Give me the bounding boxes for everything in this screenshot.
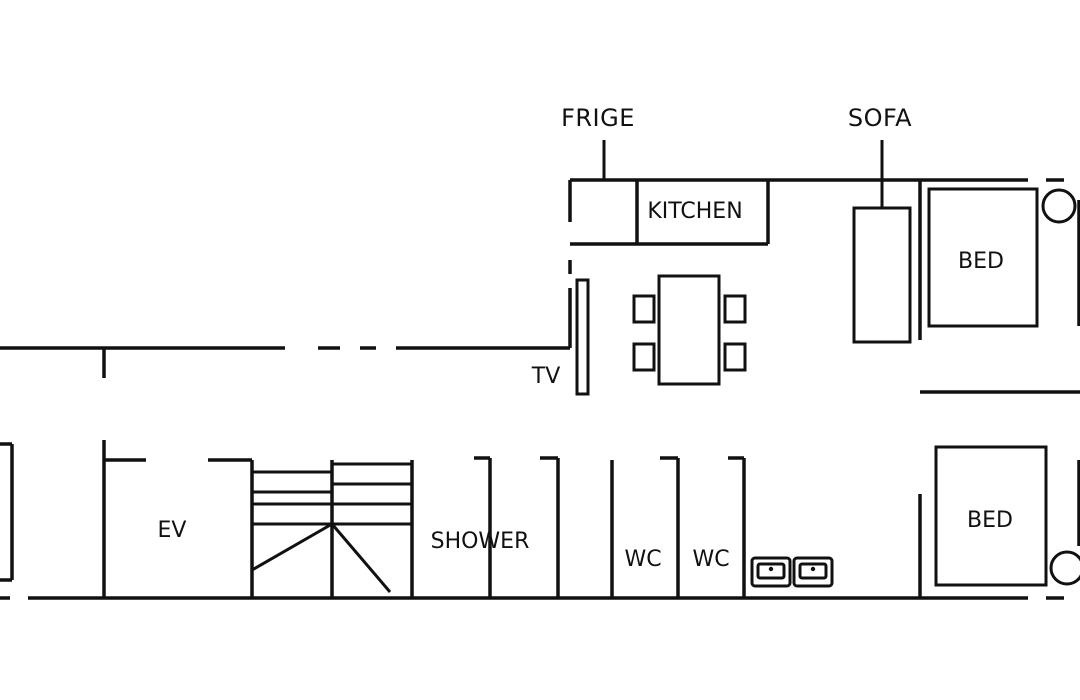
- label-sofa: SOFA: [848, 104, 912, 132]
- chair: [723, 342, 747, 372]
- bed-top-shape: [927, 187, 1039, 328]
- bed-bottom-shape: [934, 445, 1048, 587]
- label-bed-bottom: BED: [967, 508, 1013, 533]
- sink-basin: [756, 562, 786, 580]
- sink-basin: [798, 562, 828, 580]
- label-ev: EV: [158, 518, 187, 543]
- label-bed-top: BED: [958, 249, 1004, 274]
- upper-walls: [0, 178, 1080, 394]
- sink-drain: [768, 566, 774, 572]
- sofa-shape: [852, 206, 912, 344]
- label-wc-2: WC: [692, 547, 729, 572]
- chair: [632, 294, 656, 324]
- label-kitchen: KITCHEN: [647, 199, 742, 224]
- sink-drain: [810, 566, 816, 572]
- label-tv: TV: [531, 364, 561, 389]
- dining-table: [657, 274, 721, 386]
- furniture: [575, 140, 1080, 588]
- label-frige: FRIGE: [561, 104, 635, 132]
- chair: [723, 294, 747, 324]
- labels: FRIGE SOFA KITCHEN BED TV EV SHOWER WC W…: [158, 104, 1013, 572]
- lower-walls: [0, 440, 1080, 600]
- label-shower: SHOWER: [431, 529, 530, 554]
- chair: [632, 342, 656, 372]
- label-wc-1: WC: [624, 547, 661, 572]
- tv-shape: [575, 278, 590, 396]
- lamp-bottom: [1049, 550, 1080, 586]
- staircase: [251, 462, 412, 593]
- lamp-top: [1041, 188, 1077, 224]
